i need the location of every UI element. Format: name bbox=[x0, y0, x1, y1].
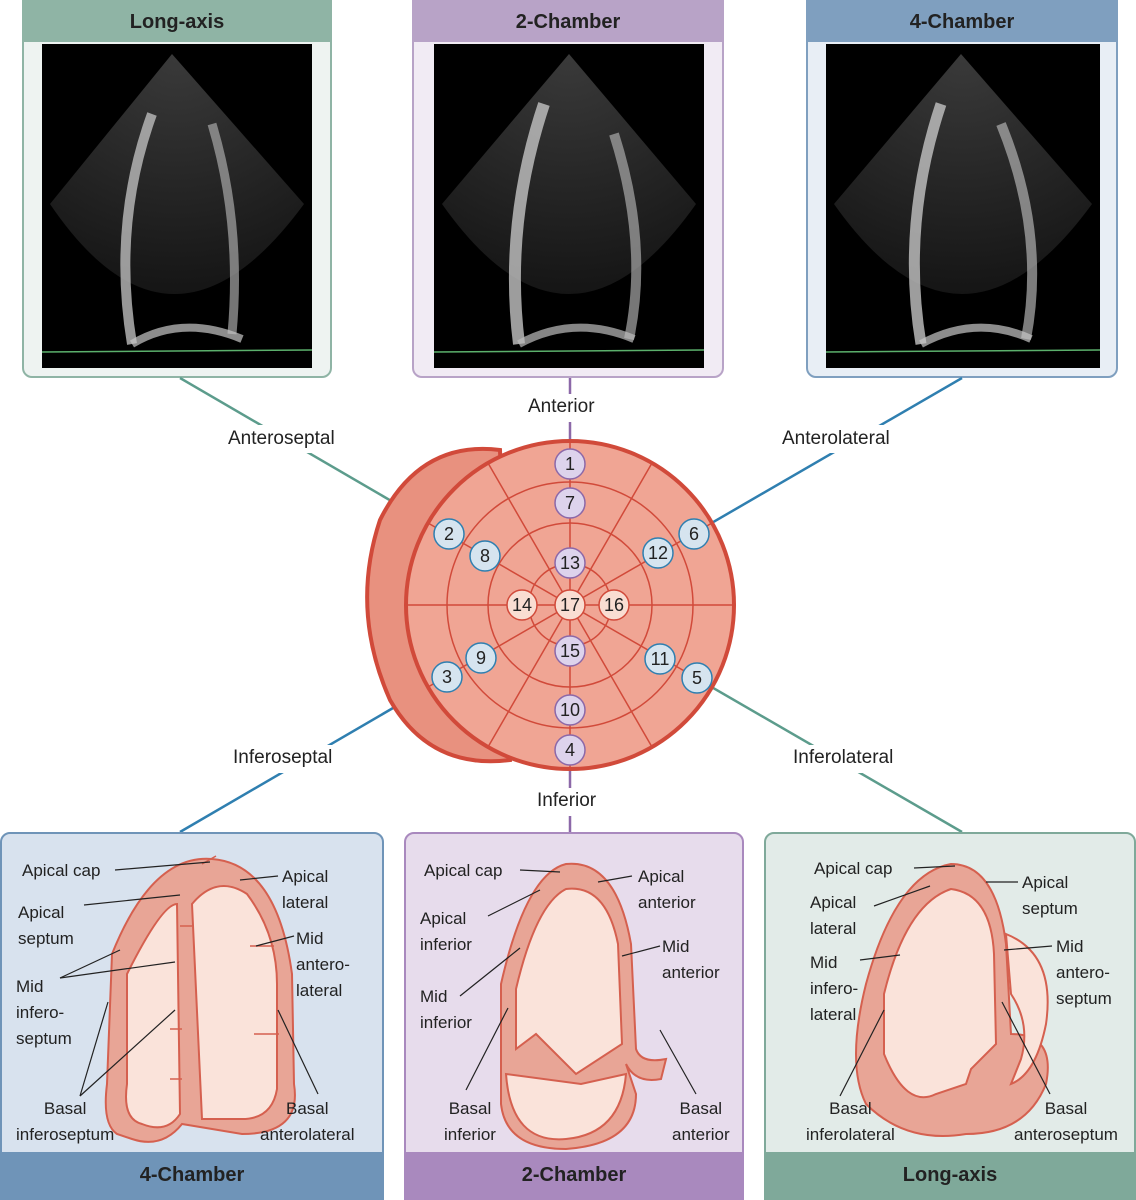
svg-text:4: 4 bbox=[565, 740, 575, 760]
svg-text:9: 9 bbox=[476, 648, 486, 668]
segment-3: 3 bbox=[431, 661, 463, 693]
anno-apical-septum: Apical septum bbox=[18, 903, 74, 948]
segment-8: 8 bbox=[469, 540, 501, 572]
anno-basal-anterior: Basal anterior bbox=[672, 1099, 730, 1144]
anno-apical-anterior: Apical anterior bbox=[638, 867, 696, 912]
svg-text:5: 5 bbox=[692, 668, 702, 688]
segment-9: 9 bbox=[465, 642, 497, 674]
svg-text:16: 16 bbox=[604, 595, 624, 615]
top-panel-title: 4-Chamber bbox=[808, 2, 1116, 42]
anno-apical-septum: Apical septum bbox=[1022, 873, 1078, 918]
anno-apical-lateral: Apical lateral bbox=[282, 867, 329, 912]
segment-13: 13 bbox=[554, 547, 586, 579]
anno-apical-inferior: Apical inferior bbox=[420, 909, 472, 954]
bottom-panel-long-axis: Apical cap Apical lateral Mid infero- la… bbox=[764, 832, 1136, 1200]
label-anterolateral: Anterolateral bbox=[782, 428, 890, 449]
label-anteroseptal: Anteroseptal bbox=[228, 428, 335, 449]
svg-text:2: 2 bbox=[444, 524, 454, 544]
svg-text:13: 13 bbox=[560, 553, 580, 573]
anno-basal-inferior: Basal inferior bbox=[444, 1099, 496, 1144]
label-anterior: Anterior bbox=[528, 396, 595, 417]
anno-apical-lateral: Apical lateral bbox=[810, 893, 857, 938]
svg-text:3: 3 bbox=[442, 667, 452, 687]
anno-mid-inferior: Mid inferior bbox=[420, 987, 472, 1032]
segment-6: 6 bbox=[678, 518, 710, 550]
label-inferoseptal: Inferoseptal bbox=[233, 747, 333, 768]
top-panel-2-chamber: 2-Chamber bbox=[412, 0, 724, 378]
label-inferior: Inferior bbox=[537, 790, 597, 811]
echo-image-2-chamber bbox=[434, 44, 704, 368]
svg-text:15: 15 bbox=[560, 641, 580, 661]
svg-text:17: 17 bbox=[560, 595, 580, 615]
segment-1: 1 bbox=[554, 448, 586, 480]
top-panel-4-chamber: 4-Chamber bbox=[806, 0, 1118, 378]
label-inferolateral: Inferolateral bbox=[793, 747, 894, 768]
segment-10: 10 bbox=[554, 694, 586, 726]
segment-5: 5 bbox=[681, 662, 713, 694]
segment-11: 11 bbox=[644, 643, 676, 675]
anno-mid-inferolateral: Mid infero- lateral bbox=[810, 953, 859, 1024]
anno-basal-anterolateral: Basal anterolateral bbox=[260, 1099, 355, 1144]
anno-mid-anterolateral: Mid antero- lateral bbox=[296, 929, 350, 1000]
segment-7: 7 bbox=[554, 487, 586, 519]
top-panel-title: 2-Chamber bbox=[414, 2, 722, 42]
bottom-panel-2-chamber: Apical cap Apical inferior Mid inferior … bbox=[404, 832, 744, 1200]
segment-16: 16 bbox=[598, 589, 630, 621]
segment-12: 12 bbox=[642, 537, 674, 569]
anno-apical-cap: Apical cap bbox=[814, 859, 893, 878]
svg-text:7: 7 bbox=[565, 493, 575, 513]
anno-basal-inferoseptum: Basal inferoseptum bbox=[16, 1099, 115, 1144]
bottom-panel-title: Long-axis bbox=[766, 1152, 1134, 1198]
top-panel-title: Long-axis bbox=[24, 2, 330, 42]
anno-mid-anteroseptum: Mid antero- septum bbox=[1056, 937, 1112, 1008]
svg-text:12: 12 bbox=[648, 543, 668, 563]
segment-14: 14 bbox=[506, 589, 538, 621]
bottom-panel-title: 4-Chamber bbox=[2, 1152, 382, 1198]
segment-17: 17 bbox=[554, 589, 586, 621]
svg-text:11: 11 bbox=[651, 649, 670, 669]
anno-basal-anteroseptum: Basal anteroseptum bbox=[1014, 1099, 1118, 1144]
top-panel-long-axis: Long-axis bbox=[22, 0, 332, 378]
echo-image-4-chamber bbox=[826, 44, 1100, 368]
svg-text:14: 14 bbox=[512, 595, 532, 615]
svg-text:8: 8 bbox=[480, 546, 490, 566]
svg-text:1: 1 bbox=[565, 454, 575, 474]
anno-apical-cap: Apical cap bbox=[22, 861, 101, 880]
echo-image-long-axis bbox=[42, 44, 312, 368]
segment-15: 15 bbox=[554, 635, 586, 667]
bottom-panel-4-chamber: Apical cap Apical septum Mid infero- sep… bbox=[0, 832, 384, 1200]
anno-mid-inferoseptum: Mid infero- septum bbox=[16, 977, 72, 1048]
anno-apical-cap: Apical cap bbox=[424, 861, 503, 880]
segment-4: 4 bbox=[554, 734, 586, 766]
segment-2: 2 bbox=[433, 518, 465, 550]
anno-mid-anterior: Mid anterior bbox=[662, 937, 720, 982]
svg-text:10: 10 bbox=[560, 700, 580, 720]
svg-text:6: 6 bbox=[689, 524, 699, 544]
heart-diagram-2-chamber bbox=[500, 862, 668, 1151]
bottom-panel-title: 2-Chamber bbox=[406, 1152, 742, 1198]
anno-basal-inferolateral: Basal inferolateral bbox=[806, 1099, 895, 1144]
